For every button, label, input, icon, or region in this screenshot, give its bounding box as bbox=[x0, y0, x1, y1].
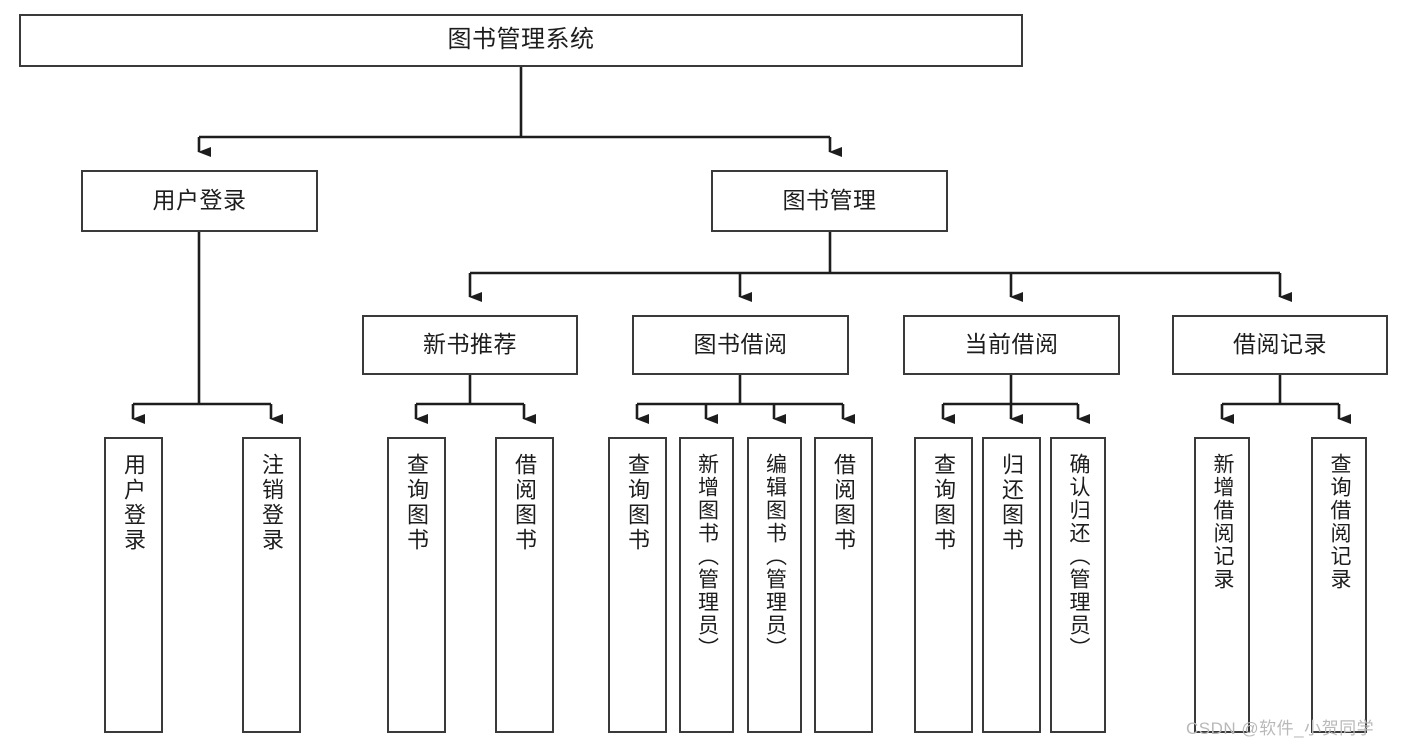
node-user-login[interactable]: 用户登录 bbox=[81, 170, 318, 232]
node-leaf-user-login[interactable]: 用户登录 bbox=[104, 437, 163, 733]
node-book-management[interactable]: 图书管理 bbox=[711, 170, 948, 232]
node-label: 编辑图书（管理员） bbox=[763, 453, 787, 660]
node-new-book-recommendation[interactable]: 新书推荐 bbox=[362, 315, 578, 375]
node-label: 新增图书（管理员） bbox=[695, 453, 719, 660]
node-leaf-query-books-recommend[interactable]: 查询图书 bbox=[387, 437, 446, 733]
node-label: 用户登录 bbox=[152, 187, 247, 214]
node-borrowing-records[interactable]: 借阅记录 bbox=[1172, 315, 1388, 375]
node-leaf-query-books-borrow[interactable]: 查询图书 bbox=[608, 437, 667, 733]
node-label: 图书借阅 bbox=[693, 331, 788, 358]
node-label: 借阅图书 bbox=[512, 453, 538, 553]
node-leaf-query-books-current[interactable]: 查询图书 bbox=[914, 437, 973, 733]
node-label: 图书管理 bbox=[782, 187, 877, 214]
node-leaf-query-borrow-record[interactable]: 查询借阅记录 bbox=[1311, 437, 1367, 733]
node-book-borrowing[interactable]: 图书借阅 bbox=[632, 315, 849, 375]
node-label: 查询借阅记录 bbox=[1328, 453, 1352, 591]
node-leaf-return-books[interactable]: 归还图书 bbox=[982, 437, 1041, 733]
node-current-borrowing[interactable]: 当前借阅 bbox=[903, 315, 1120, 375]
node-leaf-confirm-return-admin[interactable]: 确认归还（管理员） bbox=[1050, 437, 1106, 733]
node-label: 归还图书 bbox=[999, 453, 1025, 553]
node-label: 查询图书 bbox=[625, 453, 651, 553]
node-label: 确认归还（管理员） bbox=[1067, 453, 1091, 660]
node-label: 图书管理系统 bbox=[447, 26, 595, 54]
node-label: 用户登录 bbox=[121, 453, 147, 553]
node-root-book-management-system[interactable]: 图书管理系统 bbox=[19, 14, 1023, 67]
node-leaf-borrow-books-recommend[interactable]: 借阅图书 bbox=[495, 437, 554, 733]
node-label: 新书推荐 bbox=[423, 331, 517, 358]
node-leaf-borrow-books[interactable]: 借阅图书 bbox=[814, 437, 873, 733]
node-label: 注销登录 bbox=[259, 453, 285, 553]
node-leaf-logout[interactable]: 注销登录 bbox=[242, 437, 301, 733]
csdn-watermark: CSDN @软件_小贺同学 bbox=[1186, 719, 1375, 738]
node-label: 查询图书 bbox=[404, 453, 430, 553]
node-label: 借阅记录 bbox=[1233, 331, 1327, 358]
node-label: 查询图书 bbox=[931, 453, 957, 553]
node-label: 借阅图书 bbox=[831, 453, 857, 553]
node-leaf-add-book-admin[interactable]: 新增图书（管理员） bbox=[679, 437, 734, 733]
node-label: 当前借阅 bbox=[964, 331, 1059, 358]
node-leaf-edit-book-admin[interactable]: 编辑图书（管理员） bbox=[747, 437, 802, 733]
node-leaf-add-borrow-record[interactable]: 新增借阅记录 bbox=[1194, 437, 1250, 733]
node-label: 新增借阅记录 bbox=[1211, 453, 1235, 591]
